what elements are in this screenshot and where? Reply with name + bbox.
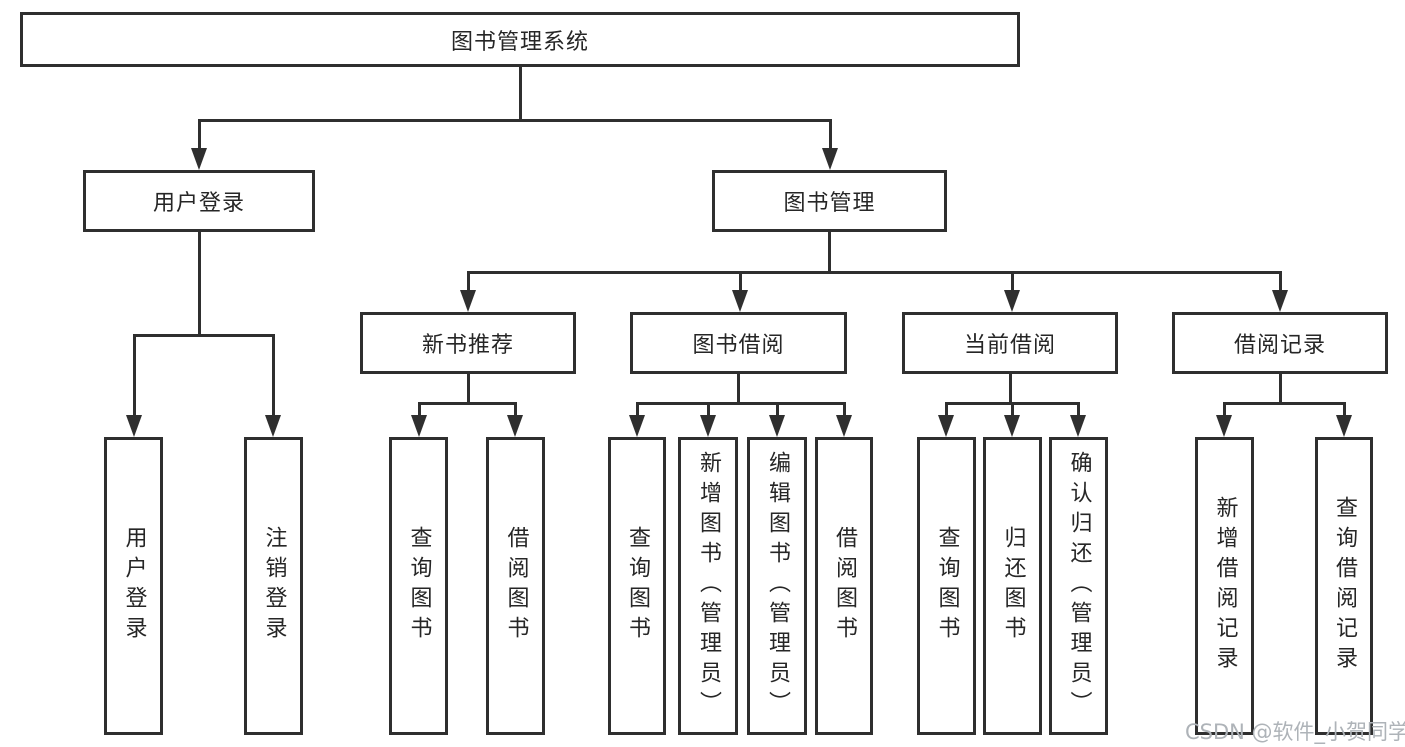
connector-hline (133, 334, 275, 337)
node-book-borrowing: 图书借阅 (630, 312, 847, 374)
connector-hline (1223, 402, 1346, 405)
connector-vline (198, 231, 201, 337)
leaf-edit-books-admin: 编辑图书（管理员） (747, 437, 807, 735)
leaf-query-books-recommend: 查询图书 (389, 437, 448, 735)
node-new-book-recommend: 新书推荐 (360, 312, 576, 374)
leaf-user-login: 用户登录 (104, 437, 163, 735)
arrow-down (126, 336, 142, 437)
node-current-borrowing: 当前借阅 (902, 312, 1118, 374)
arrow-down (836, 404, 852, 437)
arrow-down (1004, 404, 1020, 437)
node-borrowing-records: 借阅记录 (1172, 312, 1388, 374)
arrow-down (700, 404, 716, 437)
leaf-borrow-books-recommend: 借阅图书 (486, 437, 545, 735)
leaf-logout: 注销登录 (244, 437, 303, 735)
connector-vline (737, 373, 740, 405)
leaf-query-borrow-record: 查询借阅记录 (1315, 437, 1373, 735)
connector-vline (1279, 373, 1282, 405)
node-book-management: 图书管理 (712, 170, 947, 232)
connector-vline (828, 231, 831, 273)
arrow-down (265, 336, 281, 437)
connector-hline (945, 402, 1080, 405)
connector-hline (418, 402, 517, 405)
arrow-down (1216, 404, 1232, 437)
arrow-down (1272, 273, 1288, 312)
arrow-down (191, 120, 207, 170)
arrow-down (1336, 404, 1352, 437)
connector-hline (198, 119, 832, 122)
arrow-down (769, 404, 785, 437)
node-root: 图书管理系统 (20, 12, 1020, 67)
connector-vline (1009, 373, 1012, 405)
connector-vline (519, 67, 522, 120)
leaf-borrow-books: 借阅图书 (815, 437, 873, 735)
leaf-add-books-admin: 新增图书（管理员） (678, 437, 738, 735)
leaf-return-books: 归还图书 (983, 437, 1042, 735)
leaf-add-borrow-record: 新增借阅记录 (1195, 437, 1254, 735)
arrow-down (629, 404, 645, 437)
arrow-down (460, 273, 476, 312)
connector-hline (636, 402, 846, 405)
connector-hline (467, 271, 1282, 274)
leaf-query-books-current: 查询图书 (917, 437, 976, 735)
leaf-query-books-borrow: 查询图书 (608, 437, 666, 735)
csdn-watermark: CSDN @软件_小贺同学 (1185, 720, 1405, 744)
leaf-confirm-return-admin: 确认归还（管理员） (1049, 437, 1108, 735)
arrow-down (1004, 273, 1020, 312)
connector-vline (467, 373, 470, 405)
arrow-down (938, 404, 954, 437)
arrow-down (732, 273, 748, 312)
arrow-down (507, 404, 523, 437)
arrow-down (1070, 404, 1086, 437)
arrow-down (822, 120, 838, 170)
node-user-login: 用户登录 (83, 170, 315, 232)
arrow-down (411, 404, 427, 437)
